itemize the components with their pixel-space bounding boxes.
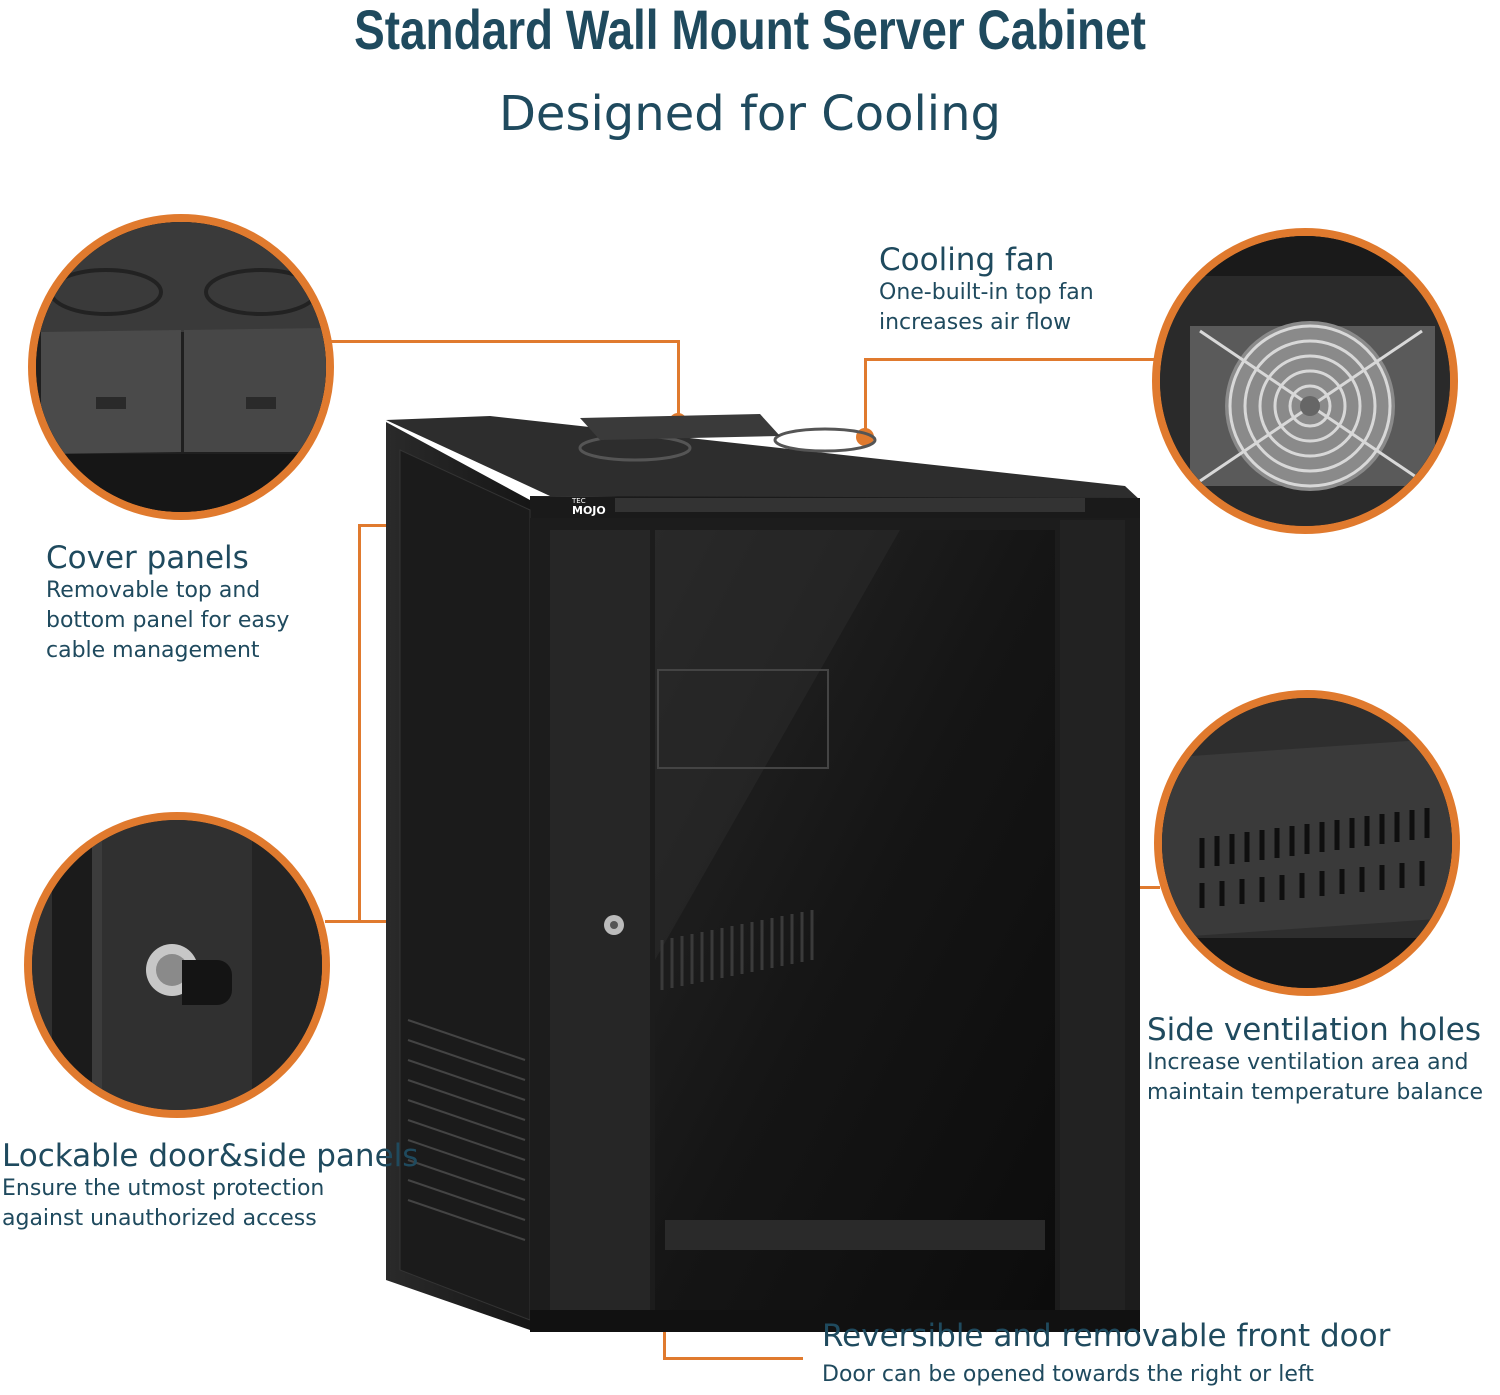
feature-desc: One-built-in top fan increases air flow	[879, 280, 1094, 335]
brand-name: MOJO	[572, 504, 606, 517]
connector-door-h	[663, 1357, 803, 1360]
feature-desc: Removable top and bottom panel for easy …	[46, 578, 290, 663]
feature-title: Side ventilation holes	[1147, 1012, 1482, 1048]
feature-ventilation: Side ventilation holes Increase ventilat…	[1147, 1012, 1483, 1108]
feature-title: Cover panels	[46, 540, 249, 576]
feature-front-door: Reversible and removable front door Door…	[822, 1318, 1390, 1390]
feature-cooling-fan: Cooling fan One-built-in top fan increas…	[879, 242, 1094, 338]
feature-title: Reversible and removable front door	[822, 1318, 1391, 1354]
connector-fan-h	[864, 358, 1156, 361]
cover-panel-closeup	[28, 214, 334, 520]
feature-title: Lockable door&side panels	[2, 1138, 419, 1174]
connector-fan-v	[864, 358, 867, 436]
page-title: Standard Wall Mount Server Cabinet	[354, 0, 1146, 61]
feature-desc: Door can be opened towards the right or …	[822, 1362, 1314, 1387]
connector-cover-top-h	[330, 340, 679, 343]
ventilation-closeup	[1154, 690, 1460, 996]
server-cabinet-image	[386, 414, 1140, 1332]
feature-title: Cooling fan	[879, 242, 1055, 278]
feature-cover-panels: Cover panels Removable top and bottom pa…	[46, 540, 289, 666]
fan-closeup	[1152, 228, 1458, 534]
feature-lockable: Lockable door&side panels Ensure the utm…	[2, 1138, 418, 1234]
feature-desc: Ensure the utmost protection against una…	[2, 1176, 325, 1231]
connector-cover-side-v	[358, 524, 361, 923]
brand-small: TEC	[572, 497, 586, 505]
lock-closeup	[24, 812, 330, 1118]
page-subtitle: Designed for Cooling	[498, 86, 1002, 142]
connector-cover-top-v	[677, 340, 680, 422]
feature-desc: Increase ventilation area and maintain t…	[1147, 1050, 1484, 1105]
brand-logo: TEC MOJO	[572, 497, 606, 517]
